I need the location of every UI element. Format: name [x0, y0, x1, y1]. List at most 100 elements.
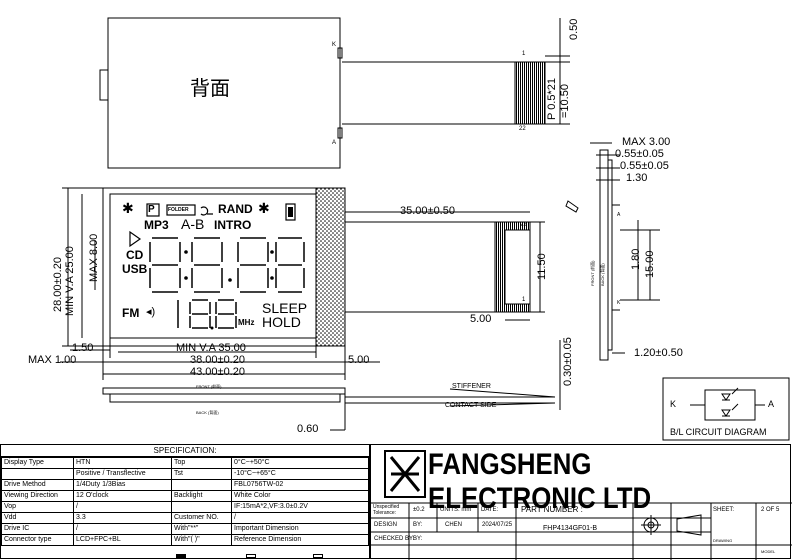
dim-pitch: P 0.5*21	[546, 77, 558, 120]
circuit-title: B/L CIRCUIT DIAGRAM	[670, 427, 767, 437]
spec-cell: /	[231, 512, 369, 524]
lcd-rand: RAND	[218, 202, 253, 216]
tb-design: DESIGN	[374, 522, 398, 528]
lcd-usb: USB	[122, 262, 148, 276]
spec-cell: IF:15mA*2,VF:3.0±0.2V	[231, 501, 369, 513]
spec-header: SPECIFICATION:	[1, 445, 369, 457]
spec-cell: 3.3	[73, 512, 172, 524]
side-front-label: FRONT (前面)	[590, 260, 595, 286]
big-digit-3	[237, 237, 269, 293]
tb-date-label: DATE:	[481, 507, 499, 513]
fpc-front-1: 1	[522, 297, 526, 303]
dim-055a: 0.55±0.05	[615, 148, 664, 160]
dim-3500: 35.00±0.50	[400, 205, 455, 217]
lcd-fm: FM	[122, 306, 140, 320]
front-small-label: FRONT (前面)	[196, 384, 222, 389]
pin-k-label: K	[332, 42, 337, 48]
lcd-sleep: SLEEP	[262, 300, 308, 316]
dim-1050: =10.50	[559, 84, 571, 118]
tb-part-number: FHP4134GF01-B	[543, 525, 598, 532]
spec-cell: -10°C~+65°C	[231, 468, 369, 480]
tb-date: 2024/07/25	[482, 522, 513, 528]
dim-max100: MAX 1.00	[28, 354, 77, 366]
spec-cell	[171, 501, 232, 513]
spec-cell: 1/4Duty 1/3Bias	[73, 479, 172, 491]
dim-1500: 15.00	[644, 250, 656, 278]
lcd-p-icon: P	[148, 204, 155, 215]
dim-060: 0.60	[297, 423, 319, 435]
dim-min3500: MIN V.A 35.00	[176, 342, 246, 354]
spec-cell: Vdd	[1, 512, 74, 524]
dim-055b: 0.55±0.05	[620, 160, 669, 172]
spec-cell: 0°C~+50°C	[231, 457, 369, 469]
pin-a-label: A	[332, 140, 337, 146]
tb-part-label: PART NUMBER :	[521, 505, 583, 514]
side-pin-a: A	[617, 212, 621, 218]
tb-tolerance: ±0.2	[413, 507, 425, 513]
lcd-mhz: MHz	[238, 318, 255, 327]
tb-model-label: MODEL	[761, 549, 776, 554]
speaker-icon: ◂)	[146, 306, 156, 318]
tb-units: UNITS: mm	[440, 507, 472, 513]
spec-row: Drive IC/With"**"Important Dimension	[1, 523, 369, 535]
spec-cell: White Color	[231, 490, 369, 502]
dim-180: 1.80	[630, 248, 642, 270]
bluetooth-icon: ✱	[258, 200, 270, 216]
big-digit-2	[191, 237, 223, 293]
spec-cell: HTN	[73, 457, 172, 469]
company-name: FANGSHENG ELECTRONIC LTD	[428, 448, 652, 515]
back-small-label: BACK (背面)	[196, 410, 219, 415]
spec-cell: Positive / Transflective	[73, 468, 172, 480]
spec-row: Vop/ IF:15mA*2,VF:3.0±0.2V	[1, 501, 369, 513]
fpc-pin-22: 22	[519, 126, 526, 132]
bluetooth-icon-left: ✱	[122, 200, 134, 216]
circuit-k: K	[670, 399, 677, 409]
spec-cell: Drive IC	[1, 523, 74, 535]
dim-050: 0.50	[568, 18, 580, 40]
spec-cell: Drive Method	[1, 479, 74, 491]
dim-max300: MAX 3.00	[622, 136, 671, 148]
tb-checked: CHECKED BY:	[374, 536, 415, 542]
dim-2800: 28.00±0.20	[52, 257, 64, 312]
spec-cell	[171, 479, 232, 491]
lcd-cd: CD	[126, 248, 144, 262]
spec-cell	[1, 468, 74, 480]
lcd-ab: A-B	[181, 216, 205, 232]
tb-sheet-label: SHEET:	[713, 507, 735, 513]
fpc-pin-1: 1	[522, 51, 526, 57]
spec-cell: Connector type	[1, 534, 74, 546]
spec-cell: Viewing Direction	[1, 490, 74, 502]
spec-cell: /	[73, 501, 172, 513]
spec-cell: Reference Dimension	[231, 534, 369, 546]
spec-cell: Backlight	[171, 490, 232, 502]
fpc-front-22: 22	[520, 222, 527, 228]
dim-030: 0.30±0.05	[562, 337, 574, 386]
back-view-label: 背面	[190, 76, 230, 100]
tb-unspecified: Unspecified Tolerance:	[373, 504, 400, 516]
big-digit-4	[275, 237, 305, 293]
dim-2500: MIN V.A 25.00	[64, 246, 76, 316]
contact-side-label: CONTACT SIDE	[445, 402, 497, 409]
lcd-folder: FOLDER	[168, 207, 189, 213]
side-back-label: BACK (背面)	[600, 263, 605, 286]
tb-by1: BY:	[413, 522, 423, 528]
spec-cell: LCD+FPC+BL	[73, 534, 172, 546]
dim-1150: 11.50	[536, 253, 548, 280]
tb-by2: BY:	[413, 536, 423, 542]
technical-drawing	[60, 17, 790, 441]
spec-cell: Vop	[1, 501, 74, 513]
spec-cell: With"( )"	[171, 534, 232, 546]
spec-cell: Display Type	[1, 457, 74, 469]
dim-4300: 43.00±0.20	[190, 366, 245, 378]
dim-800: MAX 8.00	[88, 233, 100, 282]
spec-cell: 12 O'clock	[73, 490, 172, 502]
circuit-a: A	[768, 399, 775, 409]
tb-designer: CHEN	[445, 522, 463, 528]
